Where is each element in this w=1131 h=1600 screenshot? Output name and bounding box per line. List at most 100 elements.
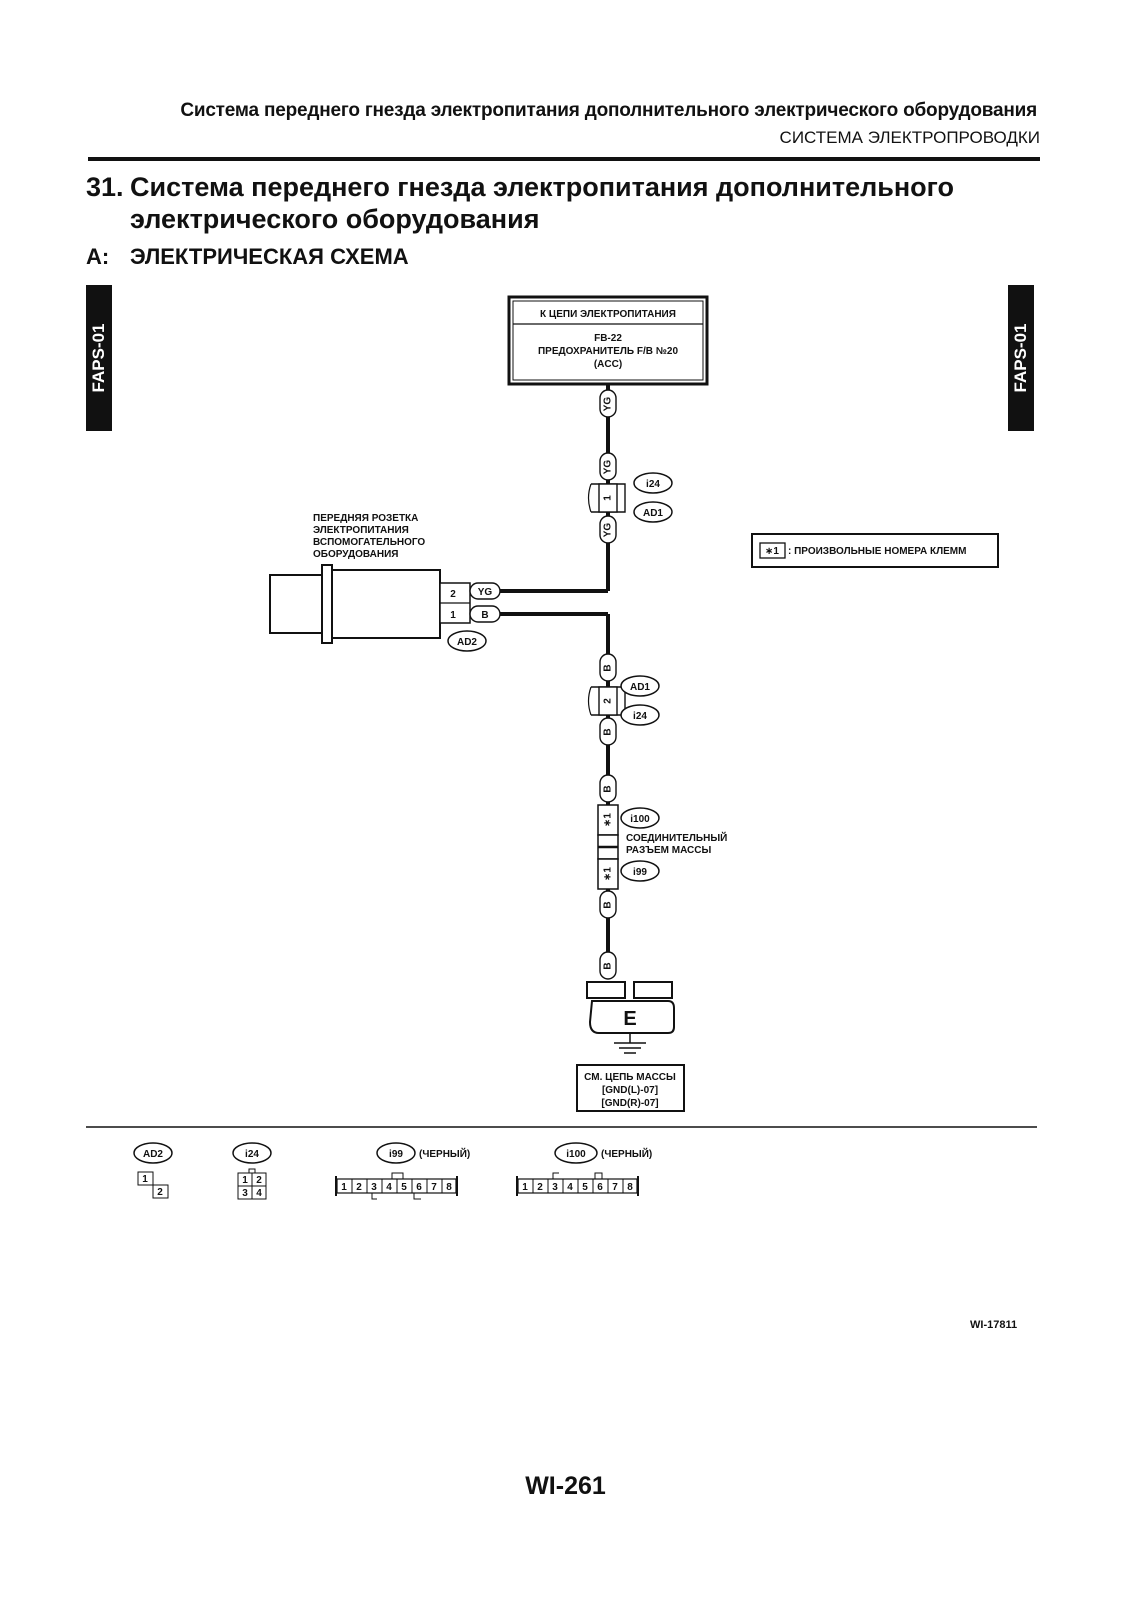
svg-text:2: 2 [157, 1187, 163, 1198]
subsection-title: ЭЛЕКТРИЧЕСКАЯ СХЕМА [130, 244, 409, 269]
side-tab-left: FAPS-01 [86, 285, 112, 431]
joint-connector-i99: ∗1 [597, 858, 619, 890]
power-box-fuse-block: FB-22 [594, 333, 622, 344]
svg-text:6: 6 [416, 1182, 422, 1193]
svg-text:2: 2 [356, 1182, 362, 1193]
joint-label: СОЕДИНИТЕЛЬНЫЙ РАЗЪЕМ МАССЫ [626, 831, 727, 856]
page-number: WI-261 [525, 1472, 606, 1500]
svg-text:4: 4 [567, 1182, 573, 1193]
ground-symbol-label: E [623, 1008, 636, 1030]
power-box-header: К ЦЕПИ ЭЛЕКТРОПИТАНИЯ [540, 309, 676, 320]
socket-connector-ad2: 2 1 [439, 582, 471, 624]
power-box-acc: (ACC) [594, 359, 622, 370]
wire-label-yg-2: YG [599, 452, 617, 481]
page-title-line1: Система переднего гнезда электропитания … [130, 172, 955, 202]
connector-id-i99: i99 [620, 860, 660, 882]
svg-text:ОБОРУДОВАНИЯ: ОБОРУДОВАНИЯ [313, 549, 398, 560]
svg-text:2: 2 [450, 589, 456, 600]
svg-text:(ЧЕРНЫЙ): (ЧЕРНЫЙ) [419, 1147, 470, 1160]
figure-code: WI-17811 [970, 1319, 1018, 1331]
svg-text:YG: YG [603, 397, 614, 412]
legend-key: ∗1 [765, 546, 779, 557]
svg-text:ПЕРЕДНЯЯ РОЗЕТКА: ПЕРЕДНЯЯ РОЗЕТКА [313, 513, 418, 524]
svg-text:B: B [603, 785, 614, 792]
svg-text:5: 5 [401, 1182, 407, 1193]
svg-text:1: 1 [603, 495, 614, 501]
svg-text:1: 1 [522, 1182, 528, 1193]
i100-pin-row: 1 2 3 4 5 6 7 8 [516, 1172, 639, 1196]
svg-text:AD2: AD2 [457, 637, 477, 648]
svg-text:B: B [603, 664, 614, 671]
svg-text:i100: i100 [630, 814, 650, 825]
svg-text:8: 8 [627, 1182, 633, 1193]
svg-text:B: B [603, 728, 614, 735]
svg-text:∗1: ∗1 [603, 813, 614, 827]
wire-label-b-4: B [599, 890, 617, 919]
svg-text:СМ. ЦЕПЬ МАССЫ: СМ. ЦЕПЬ МАССЫ [584, 1072, 676, 1083]
svg-text:2: 2 [256, 1175, 262, 1186]
svg-text:AD1: AD1 [630, 682, 650, 693]
section-number: 31. [86, 172, 124, 202]
svg-text:AD1: AD1 [643, 508, 663, 519]
svg-text:ЭЛЕКТРОПИТАНИЯ: ЭЛЕКТРОПИТАНИЯ [313, 525, 409, 536]
svg-text:B: B [603, 901, 614, 908]
svg-text:5: 5 [582, 1182, 588, 1193]
wire-label-yg-3: YG [599, 515, 617, 544]
svg-text:4: 4 [256, 1188, 262, 1199]
svg-text:B: B [481, 610, 488, 621]
ground-reference-box: СМ. ЦЕПЬ МАССЫ [GND(L)-07] [GND(R)-07] [576, 1064, 685, 1112]
svg-text:B: B [603, 962, 614, 969]
wire-label-b-5: B [599, 951, 617, 980]
svg-text:i24: i24 [646, 479, 660, 490]
svg-text:1: 1 [242, 1175, 248, 1186]
joint-connector-body [597, 834, 619, 860]
svg-text:4: 4 [386, 1182, 392, 1193]
svg-text:1: 1 [450, 610, 456, 621]
svg-text:AD2: AD2 [143, 1149, 163, 1160]
connector-id-i24-bottom: i24 [620, 704, 660, 726]
connector-id-ad2: AD2 [447, 630, 487, 652]
svg-text:1: 1 [341, 1182, 347, 1193]
i99-pin-row: 1 2 3 4 5 6 7 8 [335, 1172, 458, 1200]
connector-id-i100: i100 [620, 807, 660, 829]
header-rule [88, 157, 1040, 161]
running-title: Система переднего гнезда электропитания … [180, 100, 1037, 121]
connector-ad1-i24-b: 2 [587, 686, 626, 716]
page-title-line2: электрического оборудования [130, 204, 540, 234]
svg-text:3: 3 [552, 1182, 558, 1193]
svg-text:[GND(L)-07]: [GND(L)-07] [602, 1085, 658, 1096]
connector-id-ad1-top: AD1 [633, 501, 673, 523]
svg-text:СОЕДИНИТЕЛЬНЫЙ: СОЕДИНИТЕЛЬНЫЙ [626, 831, 727, 844]
wire-label-yg-horizontal: YG [469, 582, 501, 600]
ground-point: E [586, 981, 675, 1034]
running-subtitle: СИСТЕМА ЭЛЕКТРОПРОВОДКИ [779, 128, 1040, 147]
aux-power-socket [269, 564, 441, 644]
power-box-fuse: ПРЕДОХРАНИТЕЛЬ F/B №20 [538, 346, 678, 357]
svg-text:7: 7 [612, 1182, 618, 1193]
joint-connector-i100: ∗1 [597, 804, 619, 836]
svg-text:8: 8 [446, 1182, 452, 1193]
ground-icon [614, 1033, 646, 1054]
connector-view-ad2: AD2 1 2 [133, 1142, 173, 1199]
wire-label-b-3: B [599, 774, 617, 803]
svg-text:[GND(R)-07]: [GND(R)-07] [601, 1098, 658, 1109]
connector-view-i24: i24 1 2 3 4 [232, 1142, 272, 1200]
power-source-box: К ЦЕПИ ЭЛЕКТРОПИТАНИЯ FB-22 ПРЕДОХРАНИТЕ… [507, 295, 709, 386]
svg-text:i100: i100 [566, 1149, 586, 1160]
svg-text:i99: i99 [633, 867, 647, 878]
socket-label: ПЕРЕДНЯЯ РОЗЕТКА ЭЛЕКТРОПИТАНИЯ ВСПОМОГА… [313, 513, 425, 560]
svg-text:YG: YG [603, 460, 614, 475]
svg-text:6: 6 [597, 1182, 603, 1193]
svg-text:i24: i24 [633, 711, 647, 722]
svg-text:∗1: ∗1 [603, 867, 614, 881]
wire-b [500, 612, 610, 966]
svg-text:(ЧЕРНЫЙ): (ЧЕРНЫЙ) [601, 1147, 652, 1160]
svg-text:1: 1 [142, 1174, 148, 1185]
svg-text:3: 3 [242, 1188, 248, 1199]
connector-id-ad1-bottom: AD1 [620, 675, 660, 697]
side-tab-right: FAPS-01 [1008, 285, 1034, 431]
svg-text:2: 2 [537, 1182, 543, 1193]
wire-label-b-1: B [599, 653, 617, 682]
subsection-letter: A: [86, 244, 110, 269]
svg-text:i24: i24 [245, 1149, 259, 1160]
